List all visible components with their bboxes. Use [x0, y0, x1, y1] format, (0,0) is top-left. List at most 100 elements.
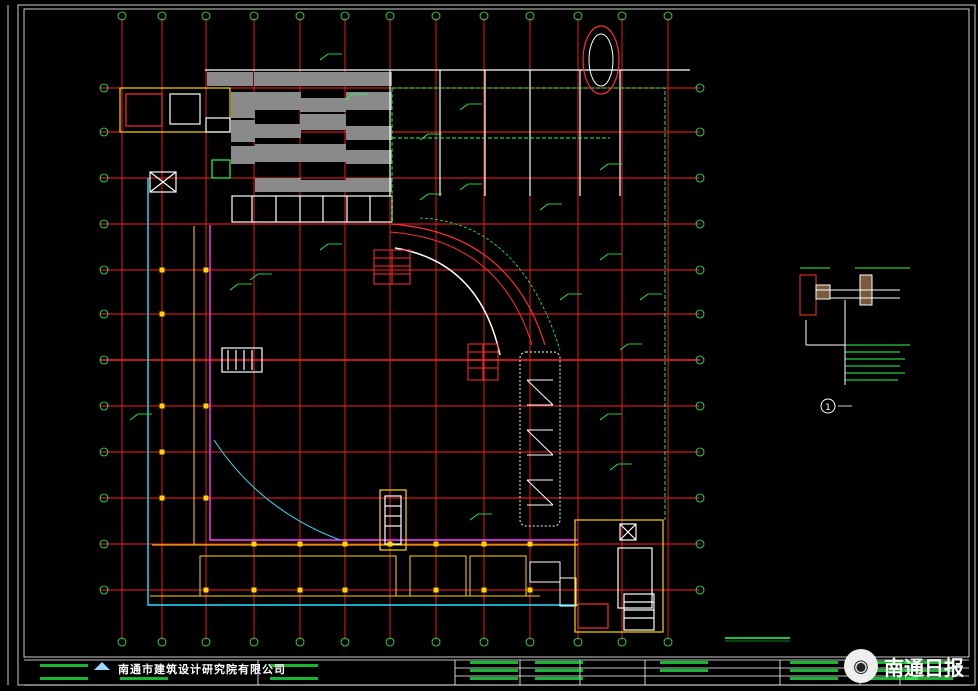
axis-bubble-left	[99, 83, 109, 93]
column	[297, 541, 303, 547]
dimension-tick	[459, 183, 469, 191]
axis-bubble-left	[99, 447, 109, 457]
column	[159, 449, 165, 455]
axis-bubble-bottom	[525, 637, 535, 647]
title-block-line	[905, 677, 953, 680]
title-block-line	[790, 677, 838, 680]
red-stair-blocks	[373, 249, 499, 381]
axis-bubble-left	[99, 355, 109, 365]
title-block-line	[120, 677, 168, 680]
columns	[159, 267, 533, 593]
column	[159, 403, 165, 409]
bottom-stair	[379, 489, 407, 551]
exterior-walls	[205, 69, 690, 223]
axis-bubble-left	[99, 309, 109, 319]
axis-bubbles	[99, 11, 705, 647]
annotations	[129, 53, 662, 521]
axis-bubble-bottom	[201, 637, 211, 647]
column	[342, 587, 348, 593]
dimension-tick	[609, 463, 619, 471]
dimension-tick	[229, 283, 239, 291]
title-block-line	[905, 661, 953, 664]
title-block-line	[40, 677, 88, 680]
title-block-line	[870, 661, 918, 664]
axis-bubble-top	[201, 11, 211, 21]
axis-bubble-left	[99, 401, 109, 411]
axis-bubble-top	[431, 11, 441, 21]
section-detail	[799, 267, 910, 385]
column	[297, 587, 303, 593]
axis-bubble-left	[99, 539, 109, 549]
dimension-tick	[344, 93, 354, 101]
axis-bubble-bottom	[431, 637, 441, 647]
axis-bubble-bottom	[663, 637, 673, 647]
dimension-tick	[599, 413, 609, 421]
dimension-tick	[599, 163, 609, 171]
watermark-text: 南通日报	[884, 655, 964, 680]
column	[159, 267, 165, 273]
title-block-line	[535, 661, 583, 664]
axis-bubble-top	[573, 11, 583, 21]
axis-bubble-right	[695, 493, 705, 503]
title-block-line	[470, 661, 518, 664]
column	[159, 311, 165, 317]
axis-bubble-top	[663, 11, 673, 21]
axis-bubble-right	[695, 173, 705, 183]
title-block-line	[790, 661, 838, 664]
axis-bubble-bottom	[340, 637, 350, 647]
dimension-tick	[559, 293, 569, 301]
column	[387, 541, 393, 547]
dimension-tick	[539, 203, 549, 211]
detail-callout: 1	[820, 398, 852, 414]
axis-bubble-right	[695, 309, 705, 319]
axis-bubble-top	[385, 11, 395, 21]
axis-bubble-right	[695, 127, 705, 137]
column	[251, 541, 257, 547]
axis-bubble-top	[479, 11, 489, 21]
watermark: ◉ 南通日报	[844, 649, 964, 683]
dimension-tick	[319, 243, 329, 251]
curved-ramp	[389, 217, 561, 356]
building-outline	[147, 178, 578, 606]
column	[481, 541, 487, 547]
dimension-tick	[469, 513, 479, 521]
title-block-line	[535, 677, 583, 680]
column	[342, 541, 348, 547]
axis-bubble-bottom	[157, 637, 167, 647]
axis-bubble-right	[695, 585, 705, 595]
axis-bubble-bottom	[617, 637, 627, 647]
left-core	[119, 87, 263, 373]
title-block-line	[870, 669, 918, 672]
feature-ellipse	[582, 25, 620, 95]
column	[203, 403, 209, 409]
axis-bubble-bottom	[385, 637, 395, 647]
axis-bubble-top	[157, 11, 167, 21]
column	[527, 541, 533, 547]
axis-bubble-bottom	[117, 637, 127, 647]
dimension-tick	[419, 193, 429, 201]
dimension-tick	[319, 53, 329, 61]
title-block-line	[870, 677, 918, 680]
slab-outline	[391, 87, 666, 520]
axis-bubble-right	[695, 539, 705, 549]
axis-bubble-left	[99, 265, 109, 275]
dimension-tick	[459, 103, 469, 111]
axis-bubble-right	[695, 447, 705, 457]
axis-bubble-left	[99, 493, 109, 503]
bottom-rooms	[199, 555, 577, 607]
title-block-line	[270, 677, 318, 680]
drawing-border	[23, 8, 970, 658]
axis-bubble-bottom	[295, 637, 305, 647]
axis-bubble-top	[340, 11, 350, 21]
axis-bubble-top	[249, 11, 259, 21]
axis-bubble-right	[695, 265, 705, 275]
title-block-line	[470, 677, 518, 680]
column	[481, 587, 487, 593]
axis-bubble-top	[295, 11, 305, 21]
column	[433, 587, 439, 593]
column	[203, 587, 209, 593]
drawing-title-bar	[725, 637, 790, 642]
axis-bubble-left	[99, 173, 109, 183]
axis-bubble-left	[99, 585, 109, 595]
column	[203, 495, 209, 501]
